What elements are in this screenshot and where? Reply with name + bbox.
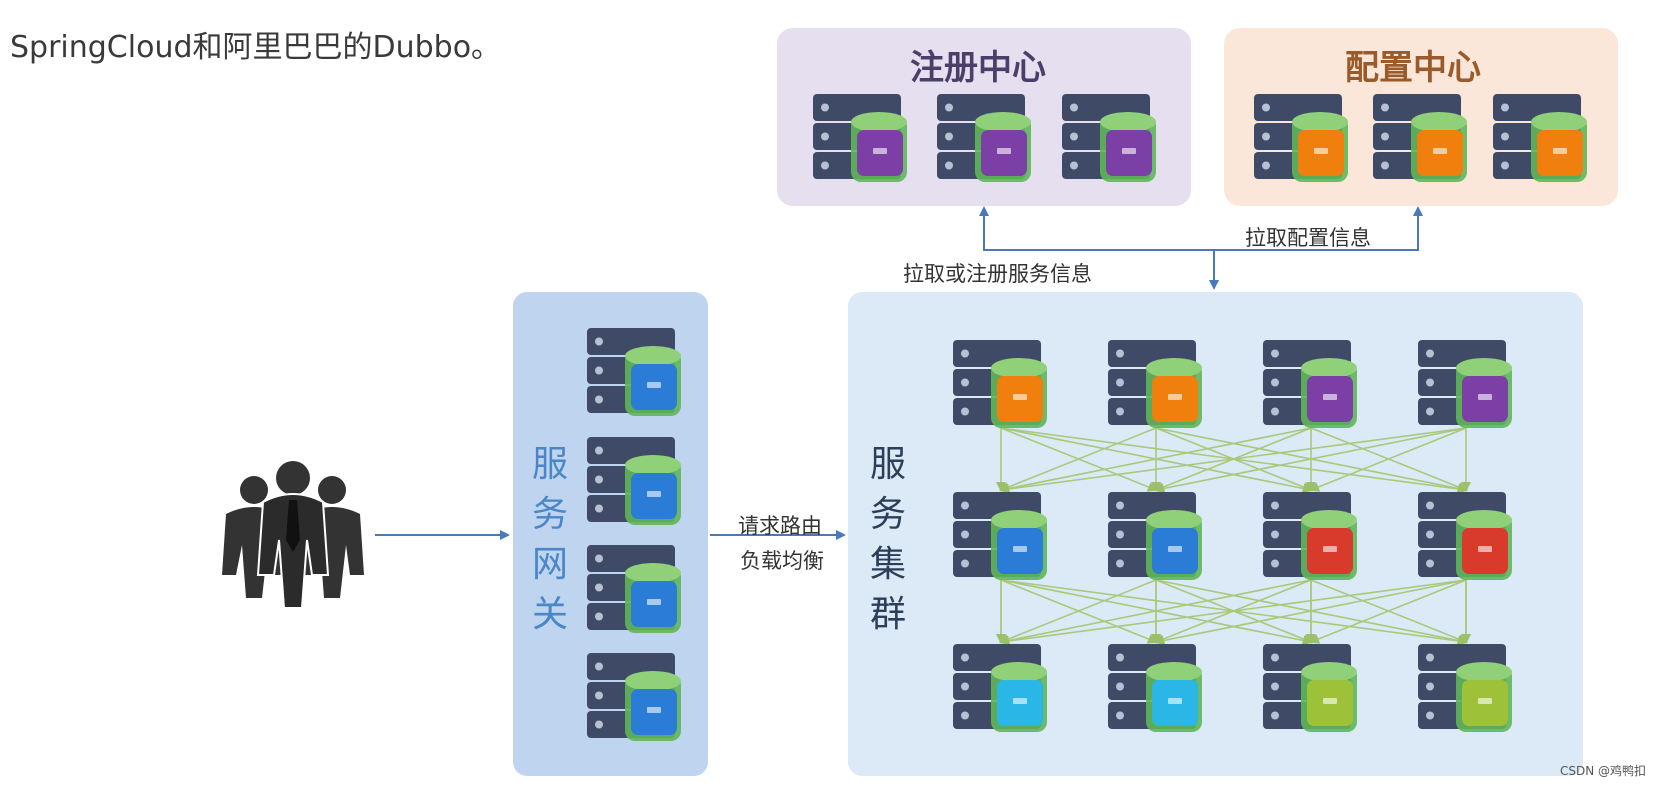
gateway-server-4	[587, 653, 681, 741]
call-line	[1309, 579, 1467, 644]
pull-config-label: 拉取配置信息	[1245, 226, 1371, 250]
watermark: CSDN @鸡鸭扣	[1560, 764, 1647, 778]
registry-server-1	[813, 94, 907, 182]
cluster-server-r2-c1	[953, 492, 1047, 580]
call-line	[999, 427, 1157, 492]
cluster-server-r1-c3	[1263, 340, 1357, 428]
flow-arrows	[375, 206, 1423, 540]
gateway-server-2	[587, 437, 681, 525]
cluster-server-r3-c2	[1108, 644, 1202, 732]
service-gateway-title: 服务网关	[531, 444, 568, 635]
intro-text: SpringCloud和阿里巴巴的Dubbo。	[10, 30, 502, 65]
cluster-server-r1-c4	[1418, 340, 1512, 428]
registry-center-title: 注册中心	[910, 48, 1046, 88]
cluster-server-r2-c2	[1108, 492, 1202, 580]
cluster-server-r1-c2	[1108, 340, 1202, 428]
load-balancing-label: 负载均衡	[740, 549, 824, 573]
config-center-title: 配置中心	[1345, 48, 1481, 88]
registry-server-2	[937, 94, 1031, 182]
call-line	[999, 427, 1467, 494]
call-line	[999, 579, 1467, 646]
call-line	[1309, 427, 1467, 492]
servers-group	[587, 94, 1587, 741]
pull-or-register-label: 拉取或注册服务信息	[903, 262, 1092, 286]
cluster-server-r1-c1	[953, 340, 1047, 428]
cluster-server-r3-c1	[953, 644, 1047, 732]
users-icon	[222, 461, 364, 609]
call-line	[999, 579, 1157, 644]
cluster-server-r3-c4	[1418, 644, 1512, 732]
service-cluster-title: 服务集群	[869, 444, 906, 635]
gateway-server-1	[587, 328, 681, 416]
config-server-3	[1493, 94, 1587, 182]
gateway-server-3	[587, 545, 681, 633]
request-routing-label: 请求路由	[738, 514, 822, 538]
config-server-1	[1254, 94, 1348, 182]
config-server-2	[1373, 94, 1467, 182]
cluster-server-r3-c3	[1263, 644, 1357, 732]
registry-server-3	[1062, 94, 1156, 182]
cluster-server-r2-c3	[1263, 492, 1357, 580]
cluster-server-r2-c4	[1418, 492, 1512, 580]
cluster-call-lines	[996, 427, 1471, 646]
